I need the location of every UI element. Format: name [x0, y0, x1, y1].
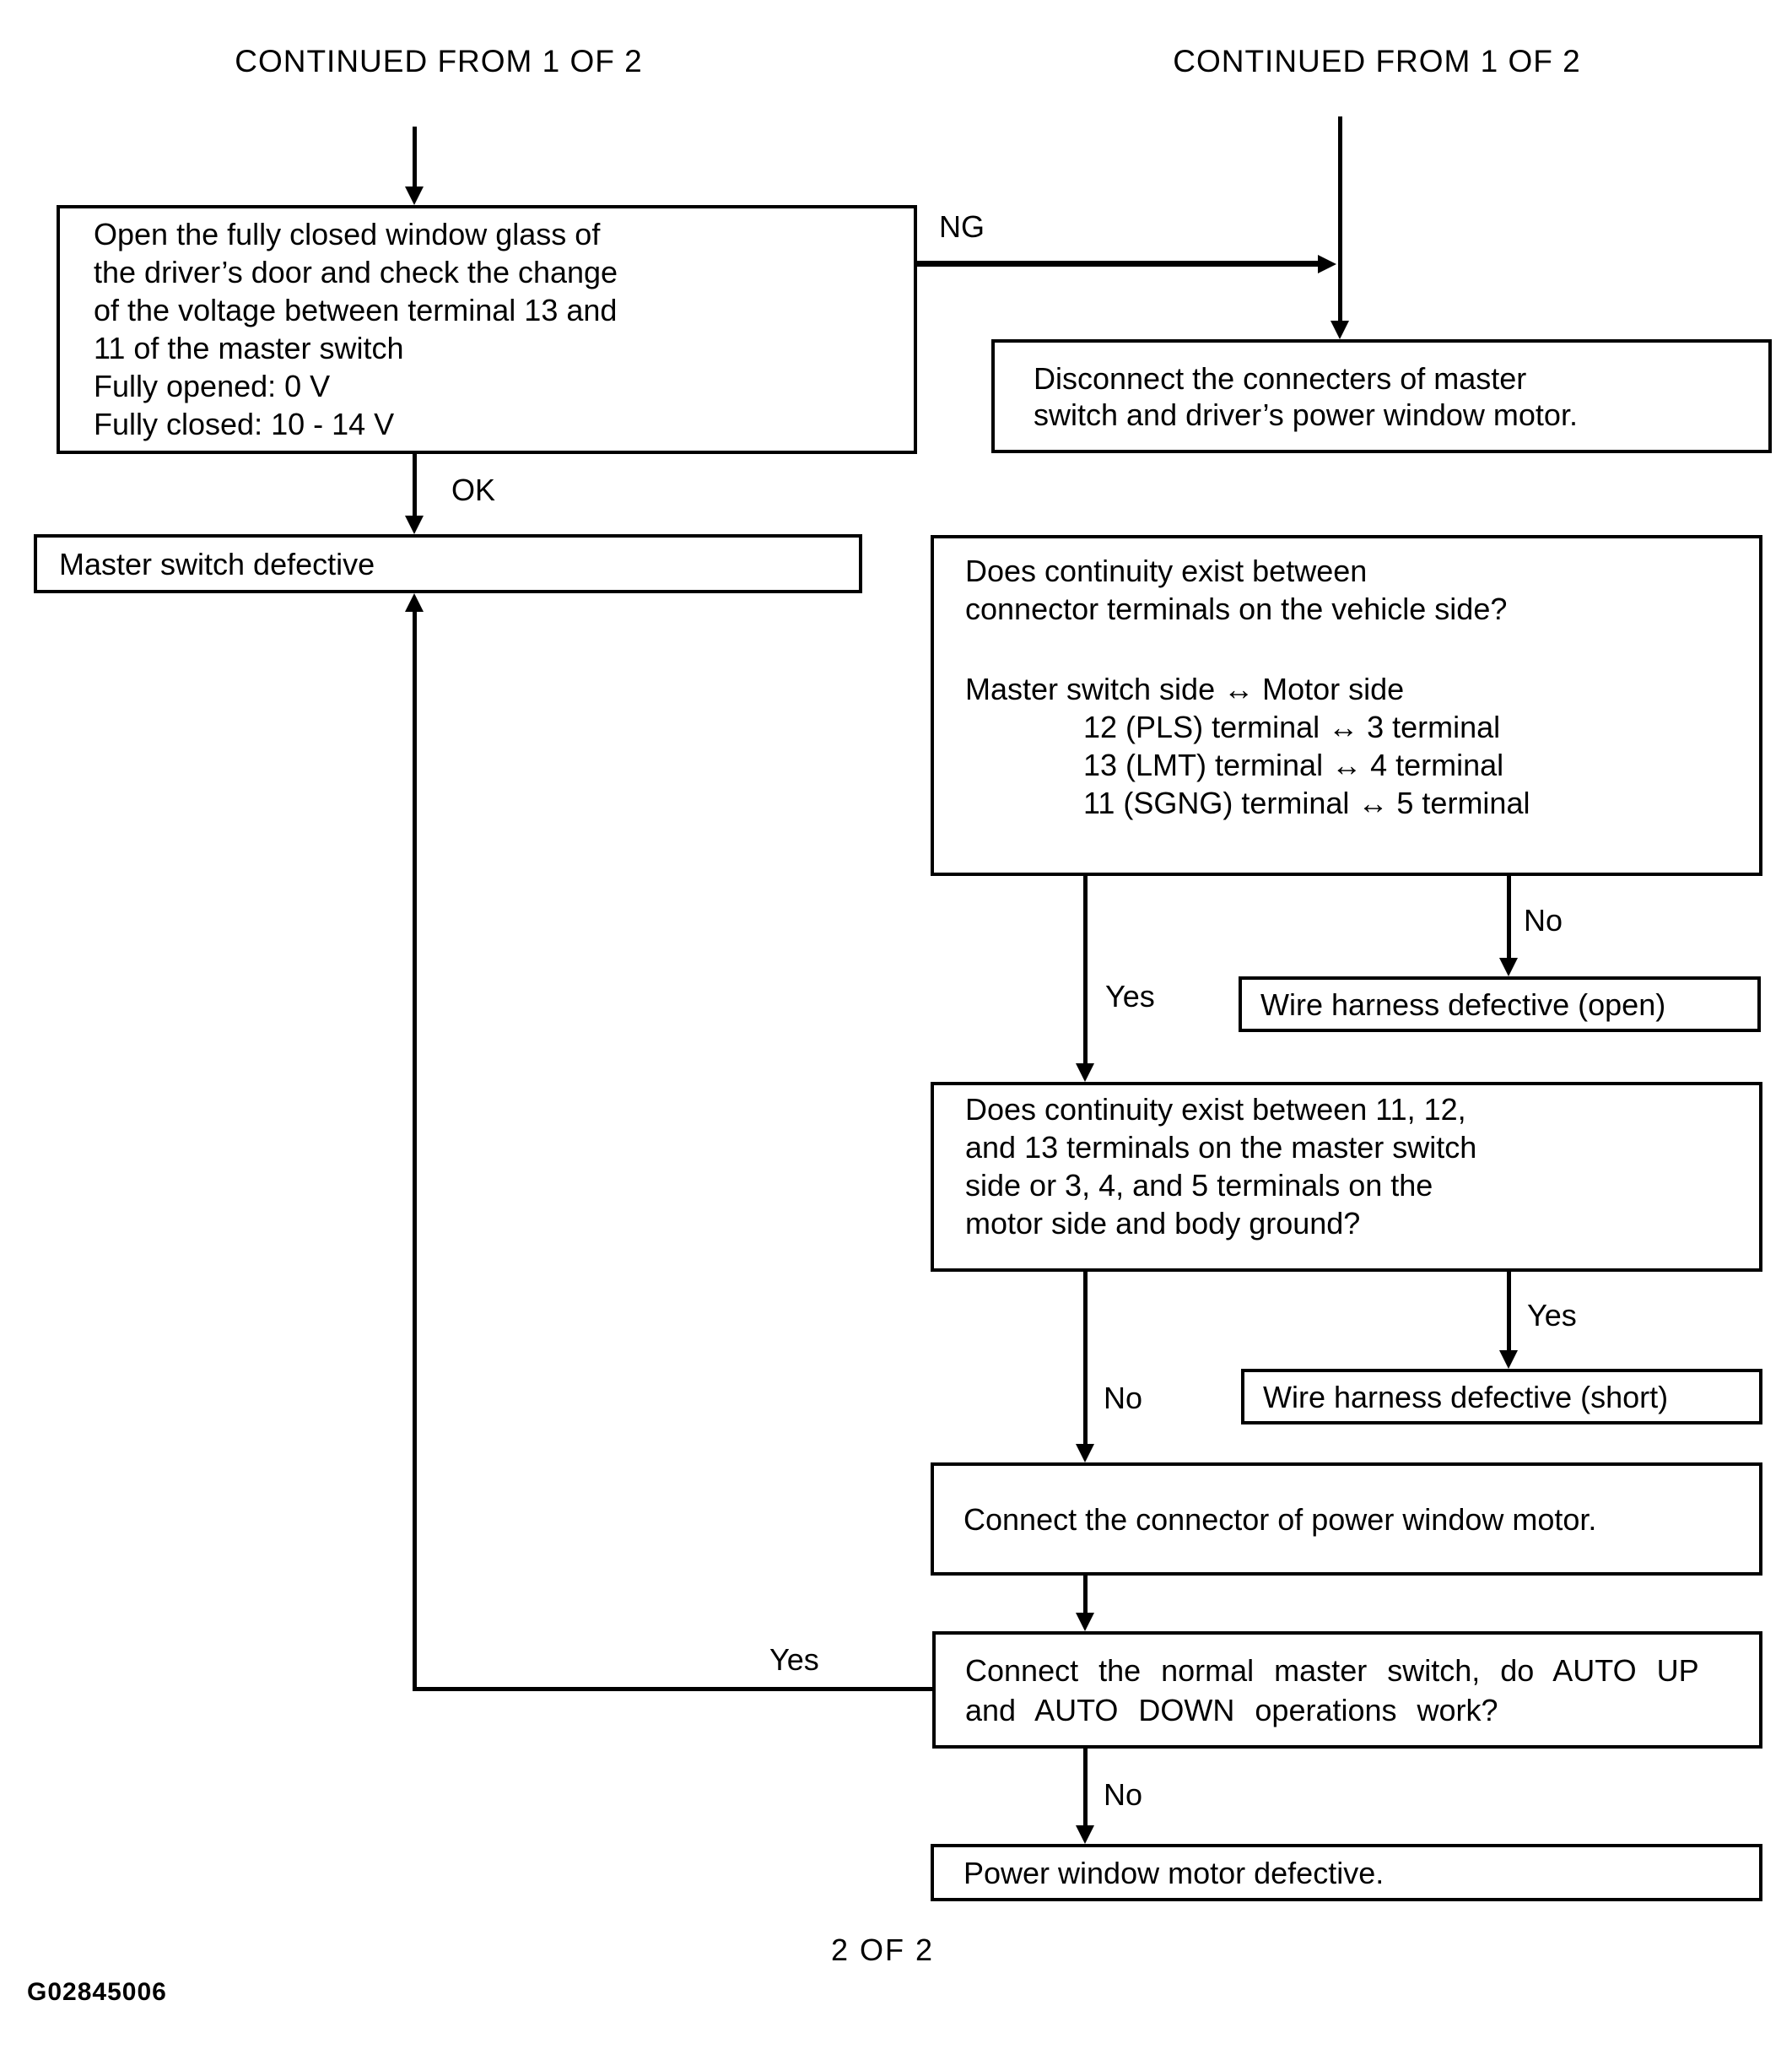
edge-feedback-horizontal-line — [414, 1687, 932, 1691]
edge-connect-flow-arrowhead — [1076, 1613, 1094, 1631]
edge-ng-line — [917, 261, 1320, 267]
edge-autoup-no-arrowhead — [1076, 1825, 1094, 1844]
continued-from-right-label: CONTINUED FROM 1 OF 2 — [1173, 44, 1581, 78]
node-continuity-vehicle-side: Does continuity exist between connector … — [931, 535, 1762, 876]
text-line: motor side and body ground? — [965, 1206, 1361, 1241]
text-line: Connect the normal master switch, do AUT… — [965, 1652, 1699, 1688]
edge-connect-flow-line — [1083, 1576, 1088, 1614]
label-yes-ground: Yes — [1527, 1298, 1577, 1333]
node-connect-normal-switch: Connect the normal master switch, do AUT… — [932, 1631, 1762, 1749]
node-wire-harness-short: Wire harness defective (short) — [1241, 1369, 1762, 1424]
text-line: Does continuity exist between — [965, 554, 1368, 588]
node-wire-harness-open: Wire harness defective (open) — [1239, 976, 1761, 1032]
text-line: Fully closed: 10 - 14 V — [94, 407, 395, 441]
edge-continued-left-arrowhead — [405, 186, 424, 205]
edge-continuity-yes-line — [1083, 876, 1088, 1065]
label-ok: OK — [451, 473, 496, 507]
edge-autoup-no-line — [1083, 1749, 1088, 1827]
edge-feedback-vertical-line — [413, 608, 417, 1691]
text-line: Master switch side ↔ Motor side — [965, 672, 1405, 706]
text-line: 11 (SGNG) terminal ↔ 5 terminal — [1083, 786, 1530, 820]
text-line: connector terminals on the vehicle side? — [965, 592, 1508, 626]
page-number: 2 OF 2 — [831, 1933, 935, 1967]
edge-feedback-arrowhead — [405, 593, 424, 612]
text-line: side or 3, 4, and 5 terminals on the — [965, 1168, 1433, 1203]
edge-continued-right-line — [1338, 116, 1342, 322]
edge-continued-right-arrowhead — [1331, 321, 1349, 339]
label-ng: NG — [939, 209, 985, 244]
edge-continuity-no-arrowhead — [1499, 958, 1518, 976]
label-no-continuity: No — [1524, 903, 1563, 938]
text-line: 12 (PLS) terminal ↔ 3 terminal — [1083, 710, 1501, 744]
text-line: Power window motor defective. — [963, 1855, 1384, 1890]
text-line: Connect the connector of power window mo… — [963, 1501, 1597, 1537]
node-connect-motor-connector: Connect the connector of power window mo… — [931, 1462, 1762, 1576]
node-disconnect-connectors: Disconnect the connecters of master swit… — [991, 339, 1772, 453]
text-line: Master switch defective — [59, 546, 375, 581]
edge-continued-left-line — [413, 127, 417, 190]
edge-ground-yes-line — [1507, 1272, 1511, 1352]
text-line: 11 of the master switch — [94, 331, 404, 365]
edge-ground-no-line — [1083, 1272, 1088, 1446]
text-line: Fully opened: 0 V — [94, 369, 331, 403]
text-gap — [965, 628, 1746, 670]
figure-code: G02845006 — [27, 1978, 167, 2006]
text-line: Does continuity exist between 11, 12, — [965, 1092, 1466, 1127]
text-line: Wire harness defective (open) — [1260, 987, 1666, 1022]
edge-continuity-no-line — [1507, 876, 1511, 960]
text-line: the driver’s door and check the change — [94, 255, 618, 289]
text-line: switch and driver’s power window motor. — [1034, 397, 1578, 432]
label-yes-continuity: Yes — [1105, 979, 1155, 1014]
edge-ok-line — [413, 454, 417, 517]
node-motor-defective: Power window motor defective. — [931, 1844, 1762, 1901]
continued-from-left-label: CONTINUED FROM 1 OF 2 — [235, 44, 643, 78]
text-line: of the voltage between terminal 13 and — [94, 293, 618, 327]
edge-ng-arrowhead — [1318, 255, 1336, 273]
text-line: Open the fully closed window glass of — [94, 217, 601, 251]
node-master-switch-defective: Master switch defective — [34, 534, 862, 593]
text-line: Disconnect the connecters of master — [1034, 360, 1527, 396]
node-continuity-body-ground: Does continuity exist between 11, 12, an… — [931, 1082, 1762, 1272]
node-check-voltage: Open the fully closed window glass of th… — [57, 205, 917, 454]
edge-continuity-yes-arrowhead — [1076, 1063, 1094, 1082]
text-line: and 13 terminals on the master switch — [965, 1130, 1477, 1165]
label-no-ground: No — [1104, 1381, 1143, 1415]
edge-ground-yes-arrowhead — [1499, 1350, 1518, 1369]
text-line: and AUTO DOWN operations work? — [965, 1692, 1498, 1727]
text-line: Wire harness defective (short) — [1263, 1379, 1669, 1414]
text-line: 13 (LMT) terminal ↔ 4 terminal — [1083, 748, 1504, 782]
label-yes-feedback: Yes — [769, 1642, 819, 1677]
label-no-final: No — [1104, 1777, 1143, 1812]
edge-ok-arrowhead — [405, 516, 424, 534]
edge-ground-no-arrowhead — [1076, 1444, 1094, 1462]
